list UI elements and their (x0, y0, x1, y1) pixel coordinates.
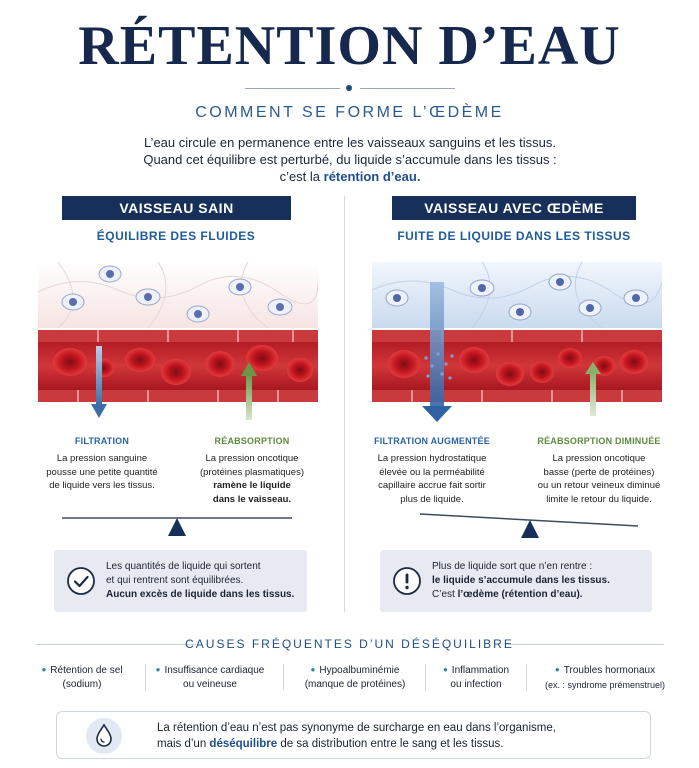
reabsorption-arrow-icon (241, 362, 257, 420)
filtration-arrow-icon (91, 346, 107, 418)
leaking-fluid-droplets (424, 352, 454, 380)
cause-separator (526, 664, 527, 690)
intro-line: c’est la rétention d’eau. (279, 169, 421, 184)
healthy-info-text: Les quantités de liquide qui sortent et … (106, 561, 295, 600)
cause-separator (425, 664, 426, 690)
red-blood-cells (388, 347, 648, 386)
edema-info-box: Plus de liquide sort que n’en rentre : l… (380, 550, 652, 612)
edema-info-text: Plus de liquide sort que n’en rentre : l… (432, 561, 610, 600)
cause-item: ●Troubles hormonaux (ex. : syndrome prém… (544, 665, 666, 690)
checkmark-circle-icon (67, 567, 95, 595)
causes-divider (36, 637, 664, 651)
footer-note: La rétention d’eau n’est pas synonyme de… (56, 711, 651, 759)
healthy-vessel-subtitle: ÉQUILIBRE DES FLUIDES (96, 229, 256, 243)
increased-filtration-heading: FILTRATION AUGMENTÉE (374, 436, 490, 446)
bullet-icon: ● (442, 665, 448, 674)
tissue-cells (385, 273, 649, 321)
page-title: RÉTENTION D’EAU (78, 15, 621, 77)
cause-item: ●Inflammation ou infection (442, 665, 510, 690)
filtration-heading: FILTRATION (74, 436, 130, 446)
bullet-icon: ● (155, 665, 161, 674)
column-divider (344, 196, 345, 612)
bullet-icon: ● (554, 665, 560, 674)
increased-filtration-arrow-icon (422, 282, 452, 422)
filtration-description: La pression sanguine pousse une petite q… (46, 453, 158, 491)
increased-filtration-description: La pression hydrostatique élevée ou la p… (377, 453, 487, 505)
divider-dot-icon (346, 85, 352, 91)
healthy-vessel-illustration (38, 262, 318, 420)
intro-line: L’eau circule en permanence entre les va… (144, 135, 556, 150)
page-subtitle: COMMENT SE FORME L’ŒDÈME (195, 104, 504, 121)
unbalanced-scale-icon (419, 513, 639, 538)
intro-text: L’eau circule en permanence entre les va… (80, 134, 620, 185)
cause-separator (283, 664, 284, 690)
cause-item: ●Hypoalbuminémie (manque de protéines) (304, 665, 406, 690)
reduced-reabsorption-arrow-icon (585, 362, 601, 416)
healthy-info-box: Les quantités de liquide qui sortent et … (54, 550, 307, 612)
intro-line: Quand cet équilibre est perturbé, du liq… (143, 152, 557, 167)
edema-vessel-label: VAISSEAU AVEC ŒDÈME (392, 196, 636, 220)
bullet-icon: ● (41, 665, 47, 674)
intro-highlight: rétention d’eau. (323, 169, 421, 184)
vessel-wall-top (372, 330, 662, 342)
cause-separator (145, 664, 146, 690)
healthy-vessel-label: VAISSEAU SAIN (62, 196, 291, 220)
vessel-wall-bottom (372, 390, 662, 402)
title-divider (245, 85, 455, 91)
reduced-reabsorption-description: La pression oncotique basse (perte de pr… (537, 453, 661, 505)
causes-title: CAUSES FRÉQUENTES D’UN DÉSÉQUILIBRE (185, 637, 514, 651)
edema-vessel-subtitle: FUITE DE LIQUIDE DANS LES TISSUS (397, 229, 631, 243)
footer-note-text: La rétention d’eau n’est pas synonyme de… (157, 722, 556, 750)
reabsorption-heading: RÉABSORPTION (214, 436, 290, 446)
balanced-scale-icon (62, 517, 292, 536)
tissue-cells (61, 265, 293, 323)
reabsorption-description: La pression oncotique (protéines plasmat… (199, 453, 305, 505)
bullet-icon: ● (310, 665, 316, 674)
warning-circle-icon (393, 567, 421, 595)
reduced-reabsorption-heading: RÉABSORPTION DIMINUÉE (537, 436, 661, 446)
cause-item: ●Rétention de sel (sodium) (41, 665, 123, 690)
vessel-wall-bottom (38, 390, 318, 402)
vessel-wall-top (38, 330, 318, 342)
cause-item: ●Insuffisance cardiaque ou veineuse (155, 665, 265, 690)
water-drop-icon (86, 718, 122, 754)
edema-vessel-illustration (372, 262, 662, 422)
